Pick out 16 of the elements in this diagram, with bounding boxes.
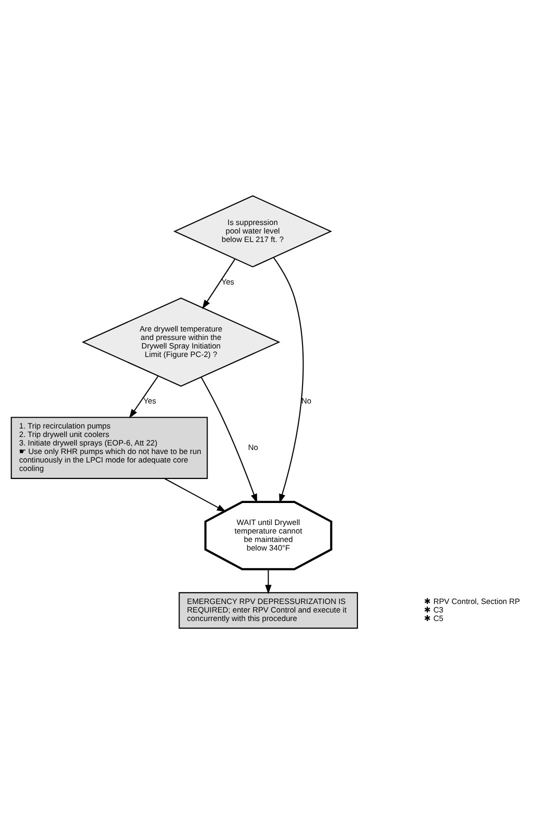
edge-label: No <box>301 396 312 406</box>
arrow <box>202 258 236 310</box>
arrow <box>129 376 159 418</box>
edge-label: Yes <box>143 396 156 406</box>
node-label: ✱ RPV Control, Section RP <box>424 596 520 606</box>
node-box: EMERGENCY RPV DEPRESSURIZATION IS REQUIRED; enter RPV Control and execute it concurrently with this procedure <box>178 592 358 629</box>
node-diamond: Is suppression pool water level below EL 217 ft. ? <box>173 195 332 268</box>
node-label: ✱ C3 <box>424 605 444 614</box>
node-label: ✱ C5 <box>424 614 444 623</box>
arrow <box>200 376 258 504</box>
edge-label: Yes <box>221 277 234 286</box>
edge-label: No <box>248 442 258 452</box>
arrow <box>265 569 272 594</box>
node-box: 1. Trip recirculation pumps 2. Trip drywell unit coolers 3. Initiate drywell sprays (EOP-6, Att 22) ☛ Use only RHR pumps which do not have to be run continuously in the LPCI mode for adequate core cooling <box>10 416 208 479</box>
arrow <box>164 478 226 512</box>
arrow <box>273 257 304 504</box>
